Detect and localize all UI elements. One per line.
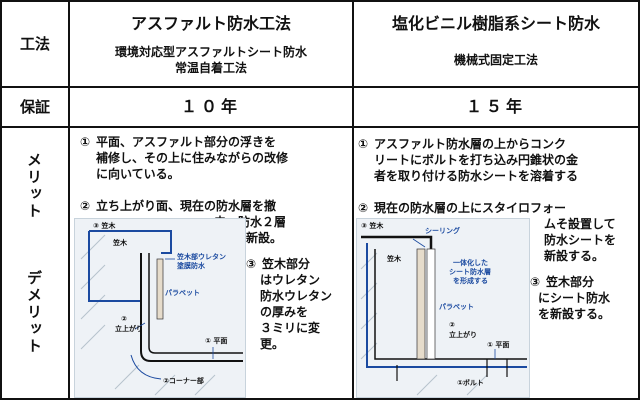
kasagi-inner-label: 笠木 bbox=[387, 255, 401, 263]
sealing-label: シーリング bbox=[425, 227, 460, 235]
right-construction-diagram: ③ 笠木 シーリング 笠木 一体化した シート防水層 を形成する パラペット ②… bbox=[356, 218, 530, 398]
row-divider bbox=[2, 86, 638, 88]
bolt-label: ①ボルト bbox=[457, 379, 484, 387]
left-method-header: アスファルト防水工法 環境対応型アスファルトシート防水 常温自着工法 bbox=[70, 10, 352, 76]
kasagi-label: ③ 笠木 bbox=[93, 222, 116, 230]
integrated-sheet-label-2: シート防水層 bbox=[449, 268, 491, 276]
tachiagari-label: 立上がり bbox=[115, 325, 143, 333]
right-method-subtitle: 機械式固定工法 bbox=[453, 53, 538, 67]
column-divider bbox=[352, 2, 354, 398]
tachiagari-label: 立上がり bbox=[449, 331, 477, 339]
heimen-label: ① 平面 bbox=[487, 341, 510, 349]
right-method-header: 塩化ビニル樹脂系シート防水 機械式固定工法 bbox=[354, 10, 638, 68]
left-method-title: アスファルト防水工法 bbox=[130, 14, 291, 33]
corner-label: ②コーナー部 bbox=[163, 377, 204, 385]
urethane-label: 笠木部ウレタン bbox=[177, 253, 226, 261]
urethane-label-2: 塗膜防水 bbox=[177, 262, 205, 270]
integrated-sheet-label: 一体化した bbox=[453, 259, 488, 267]
column-divider bbox=[68, 2, 70, 398]
left-warranty-value: １０年 bbox=[180, 97, 241, 116]
demerit-label: デメリット bbox=[25, 270, 43, 355]
kasagi-label: ③ 笠木 bbox=[361, 222, 384, 230]
left-method-subtitle-2: 常温自着工法 bbox=[174, 61, 247, 75]
right-section-drawing bbox=[360, 235, 527, 396]
left-section-drawing bbox=[80, 230, 243, 396]
kasagi-inner-label: 笠木 bbox=[113, 239, 127, 247]
left-construction-diagram: ③ 笠木 笠木 笠木部ウレタン 塗膜防水 パラペット ② 立上がり ① 平面 ②… bbox=[74, 218, 246, 398]
tachiagari-num: ② bbox=[121, 315, 127, 323]
left-method-subtitle: 環境対応型アスファルトシート防水 bbox=[114, 45, 307, 59]
method-row-label: 工法 bbox=[19, 35, 50, 53]
warranty-row-label: 保証 bbox=[19, 98, 50, 116]
parapet-label: パラペット bbox=[165, 289, 200, 297]
tachiagari-num: ② bbox=[449, 321, 455, 329]
merit-label: メリット bbox=[25, 152, 43, 220]
integrated-sheet-label-3: を形成する bbox=[453, 277, 488, 285]
right-method-title: 塩化ビニル樹脂系シート防水 bbox=[391, 14, 600, 33]
right-warranty-value: １５年 bbox=[465, 97, 526, 116]
heimen-label: ① 平面 bbox=[205, 337, 228, 345]
parapet-label: パラペット bbox=[439, 303, 474, 311]
row-divider bbox=[2, 126, 638, 128]
